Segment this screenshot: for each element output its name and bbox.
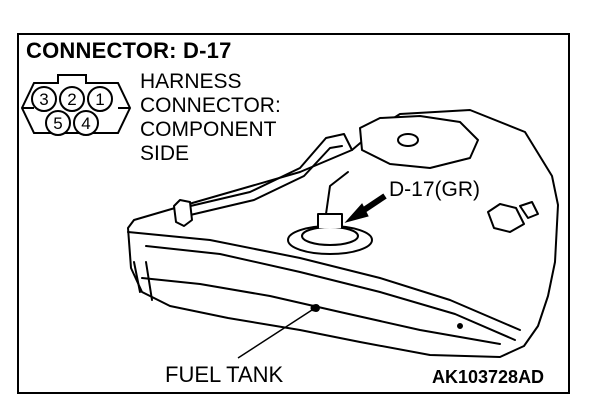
pin-2-label: 2 (67, 90, 76, 109)
pin-2-circle (59, 86, 85, 112)
fuel-pump-connector (317, 213, 343, 229)
tank-front-edge (127, 231, 521, 331)
tank-left-fitting (173, 199, 193, 227)
tank-lower-rib (141, 277, 501, 345)
fuel-tank-label: FUEL TANK (165, 362, 284, 387)
pin-4-label: 4 (81, 114, 90, 133)
pin-5-label: 5 (53, 114, 62, 133)
pin-4-circle (73, 110, 99, 136)
harness-label-line-3: COMPONENT (140, 118, 277, 141)
tank-right-fitting (487, 203, 525, 233)
harness-label-line-2: CONNECTOR: (140, 94, 281, 117)
fuel-tank-leader (237, 304, 318, 359)
pin-3-circle (31, 86, 57, 112)
pin-1-label: 1 (95, 90, 104, 109)
callout-arrow-head (344, 203, 369, 223)
pin-3-label: 3 (39, 90, 48, 109)
figure-id: AK103728AD (432, 367, 545, 387)
tank-bolt-1 (457, 323, 463, 329)
tank-left-edge (133, 261, 141, 293)
tank-top-dome (359, 115, 479, 169)
tank-left-rib (145, 261, 153, 301)
connector-face-icon (20, 74, 132, 136)
fuel-tank-leader-dot (310, 304, 318, 312)
callout-arrow (344, 193, 387, 223)
fuel-pump-flange (287, 225, 373, 255)
fuel-pump-harness (325, 171, 349, 215)
harness-label-line-1: HARNESS (140, 70, 242, 93)
connector-title: CONNECTOR: D-17 (26, 38, 232, 63)
tank-vent-cap (397, 133, 419, 147)
fuel-tank-leader-line (237, 309, 313, 359)
connector-callout-label: D-17(GR) (389, 178, 481, 201)
fuel-line-tube-inner (185, 145, 343, 217)
fuel-tank-illustration (127, 109, 559, 358)
tank-right-nozzle (519, 201, 539, 219)
pin-1-circle (87, 86, 113, 112)
harness-label-line-4: SIDE (140, 142, 190, 165)
tank-front-edge-inner (145, 245, 516, 341)
pin-5-circle (45, 110, 71, 136)
fuel-line-tube (181, 133, 353, 209)
